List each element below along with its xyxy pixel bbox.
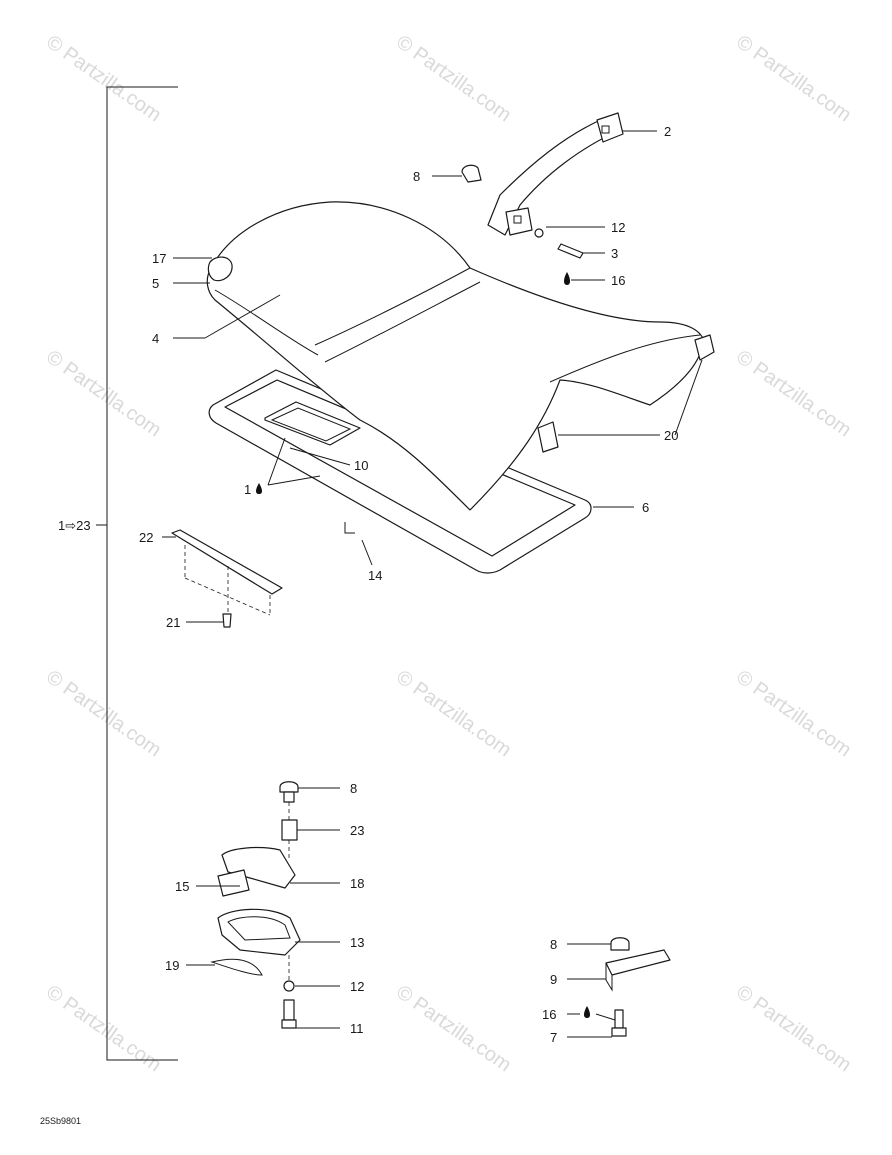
callout-17: 17 [152, 251, 166, 266]
seat-frame [208, 369, 592, 574]
callout-labels: 2 8 12 3 16 17 5 4 20 10 1 6 22 14 21 8 … [139, 124, 678, 1045]
seat-cushion [206, 201, 715, 511]
callout-5: 5 [152, 276, 159, 291]
watermark: © Partzilla.com [732, 31, 855, 126]
seat-latch-assembly [210, 781, 301, 1029]
callout-7: 7 [550, 1030, 557, 1045]
callout-12: 12 [350, 979, 364, 994]
watermark: © Partzilla.com [42, 31, 165, 126]
callout-4: 4 [152, 331, 159, 346]
sealant-drop-icon [256, 483, 262, 494]
watermark: © Partzilla.com [732, 346, 855, 441]
callout-21: 21 [166, 615, 180, 630]
callout-13: 13 [350, 935, 364, 950]
group-bracket: 1⇨23 [58, 86, 178, 1061]
callout-12: 12 [611, 220, 625, 235]
callout-16: 16 [542, 1007, 556, 1022]
watermark: © Partzilla.com [732, 981, 855, 1076]
handle-hardware [461, 164, 584, 285]
callout-19: 19 [165, 958, 179, 973]
watermark: © Partzilla.com [392, 981, 515, 1076]
watermark: © Partzilla.com [42, 981, 165, 1076]
callout-3: 3 [611, 246, 618, 261]
callout-10: 10 [354, 458, 368, 473]
callout-15: 15 [175, 879, 189, 894]
leader-lines [162, 130, 703, 1038]
callout-8: 8 [550, 937, 557, 952]
callout-22: 22 [139, 530, 153, 545]
callout-1: 1 [244, 482, 251, 497]
callout-8: 8 [350, 781, 357, 796]
callout-11: 11 [350, 1021, 364, 1036]
callout-20: 20 [664, 428, 678, 443]
callout-9: 9 [550, 972, 557, 987]
callout-18: 18 [350, 876, 364, 891]
drawing-code: 25Sb9801 [40, 1116, 81, 1126]
callout-6: 6 [642, 500, 649, 515]
group-label: 1⇨23 [58, 518, 91, 533]
callout-16: 16 [611, 273, 625, 288]
watermark: © Partzilla.com [392, 666, 515, 761]
watermark: © Partzilla.com [732, 666, 855, 761]
grab-handle [487, 112, 624, 236]
side-bracket-assembly [584, 937, 671, 1037]
callout-23: 23 [350, 823, 364, 838]
watermark: © Partzilla.com [42, 346, 165, 441]
callout-14: 14 [368, 568, 382, 583]
seat-bracket [171, 522, 355, 628]
watermark: © Partzilla.com [42, 666, 165, 761]
callout-8: 8 [413, 169, 420, 184]
watermark: © Partzilla.com [392, 31, 515, 126]
callout-2: 2 [664, 124, 671, 139]
